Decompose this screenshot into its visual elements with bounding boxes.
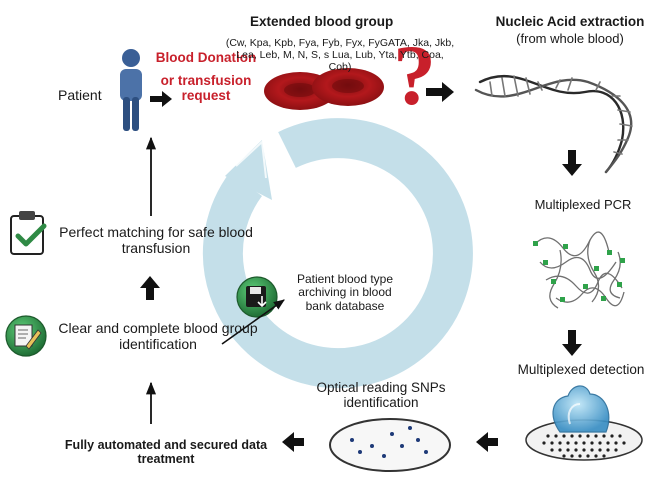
- multiplexed-pcr-label: Multiplexed PCR: [534, 197, 632, 212]
- optical-plate-icon: [329, 418, 451, 472]
- blood-donation-label: Blood Donation or transfusion request: [152, 50, 260, 103]
- question-mark-icon: ?: [393, 27, 436, 123]
- arrow-clear-to-archive: [221, 299, 285, 345]
- arrow-cells-to-extraction: [426, 82, 454, 102]
- extended-blood-group-list: (Cw, Kpa, Kpb, Fya, Fyb, Fyx, FyGATA, Jk…: [225, 37, 455, 73]
- person-icon: [120, 49, 142, 131]
- arrow-extraction-to-pcr: [562, 150, 582, 176]
- floppy-database-icon: [236, 276, 278, 318]
- notepad-pencil-icon: [5, 315, 47, 357]
- archiving-label: Patient blood type archiving in blood ba…: [296, 272, 394, 313]
- fully-automated-label: Fully automated and secured data treatme…: [64, 438, 268, 466]
- arrow-pcr-to-detection: [562, 330, 582, 356]
- flow-arrows: [140, 82, 582, 452]
- perfect-matching-label: Perfect matching for safe blood transfus…: [59, 224, 253, 256]
- cycle-arrow-icon: [202, 118, 473, 389]
- blood-donation-text: Blood Donation: [155, 50, 257, 65]
- patient-label: Patient: [58, 87, 102, 103]
- nucleic-acid-extraction-title: Nucleic Acid extraction: [495, 14, 645, 29]
- multiplexed-detection-label: Multiplexed detection: [517, 362, 645, 377]
- arrow-patient-to-donation: [150, 91, 172, 107]
- extended-blood-group-title: Extended blood group: [250, 14, 394, 29]
- clear-identification-label: Clear and complete blood group identific…: [58, 320, 258, 352]
- red-blood-cells-icon: [264, 68, 384, 110]
- pcr-strands-icon: [533, 231, 625, 309]
- arrow-detection-to-optical: [476, 432, 498, 452]
- optical-reading-label: Optical reading SNPs identification: [316, 380, 446, 411]
- transfusion-request-text: or transfusion request: [160, 73, 252, 104]
- dna-helix-icon: [474, 75, 633, 174]
- arrow-optical-to-data: [282, 432, 304, 452]
- arrow-clear-to-perfect: [140, 276, 160, 300]
- from-whole-blood-label: (from whole blood): [516, 31, 624, 46]
- microarray-drop-icon: [525, 385, 643, 461]
- clipboard-check-icon: [10, 211, 47, 255]
